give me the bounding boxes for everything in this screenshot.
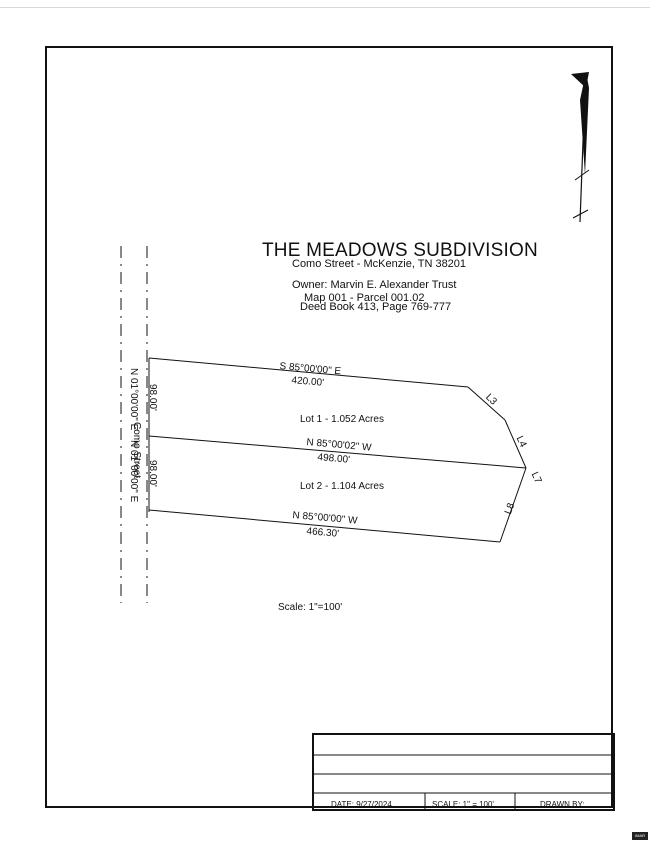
plat-sheet-border (45, 46, 613, 808)
top-rule (0, 7, 650, 8)
owner-line: Owner: Marvin E. Alexander Trust (292, 279, 457, 291)
title-block-scale: SCALE: 1" = 100' (432, 800, 494, 809)
address-line: Como Street - McKenzie, TN 38201 (292, 258, 467, 270)
title-block-drawn-by: DRAWN BY: (540, 800, 585, 809)
parcel-boundary (148, 357, 527, 543)
plat-title: THE MEADOWS SUBDIVISION (262, 240, 538, 261)
lot-2-label: Lot 2 - 1.104 Acres (300, 481, 384, 492)
map-parcel-line: Map 001 - Parcel 001.02 (304, 292, 425, 304)
title-block-date: DATE: 9/27/2024 (331, 800, 392, 809)
deed-line: Deed Book 413, Page 769-777 (300, 301, 452, 313)
lot-1-label: Lot 1 - 1.052 Acres (300, 414, 384, 425)
north-arrow-icon (571, 72, 590, 223)
scale-note: Scale: 1"=100' (278, 602, 343, 613)
watermark-badge: IMAR (632, 832, 648, 840)
